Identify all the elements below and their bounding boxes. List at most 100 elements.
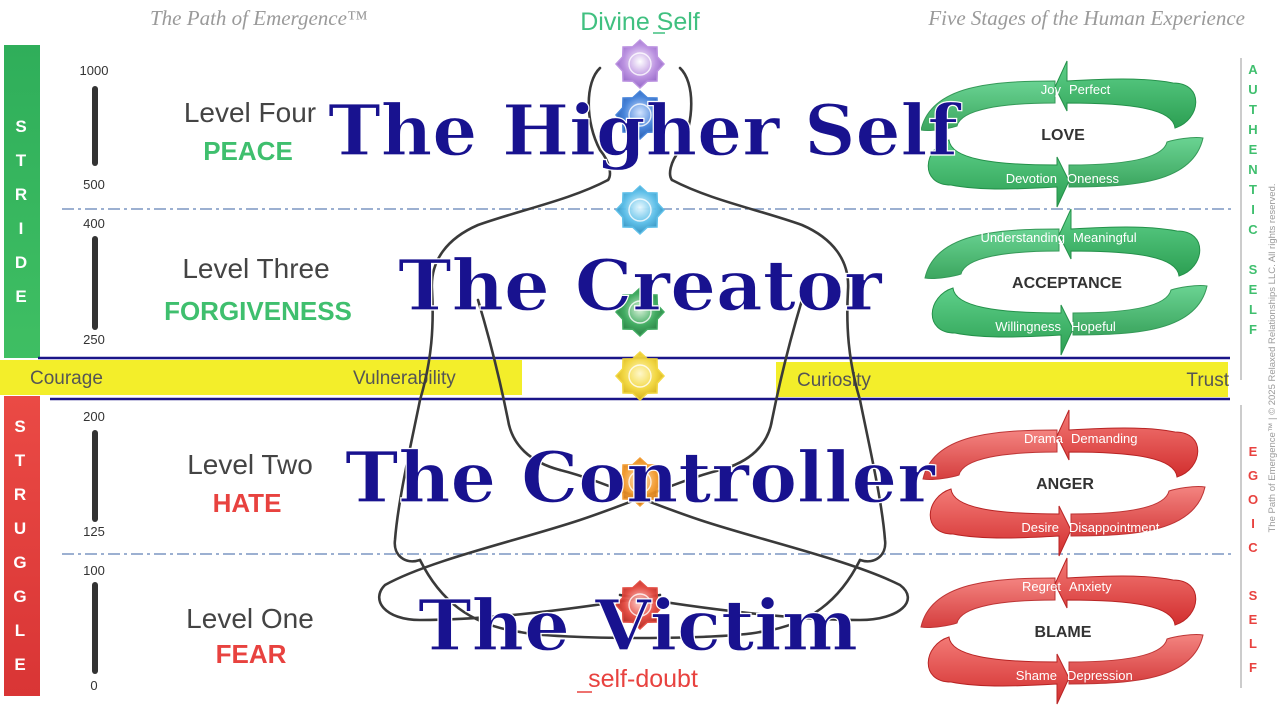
egoic-self-letter: L [1249, 636, 1257, 651]
subtitle: Five Stages of the Human Experience [927, 6, 1245, 30]
authentic-self-letter: T [1249, 182, 1257, 197]
struggle-letter: T [15, 451, 26, 470]
level-four-name: Level Four [184, 97, 316, 128]
scale-bar-level-three [92, 236, 98, 330]
throat-chakra-icon [614, 184, 666, 236]
brand-title: The Path of Emergence™ [150, 6, 368, 30]
struggle-letter: L [15, 621, 25, 640]
copyright-notice: The Path of Emergence™ | © 2025 Relaxed … [1267, 183, 1278, 532]
scale-top-level-two: 200 [83, 409, 105, 424]
authentic-self-letter: N [1248, 162, 1257, 177]
vulnerability-label: Vulnerability [353, 368, 456, 389]
scale-bar-level-one [92, 582, 98, 674]
level-four-emotion: PEACE [203, 136, 293, 166]
self-doubt-label: self-doubt [588, 665, 698, 693]
stride-letter: R [15, 185, 27, 204]
level-two-emotion: HATE [213, 488, 282, 518]
struggle-letter: E [14, 655, 25, 674]
cycle-label-bottom-right: Hopeful [1071, 319, 1116, 334]
sacral-chakra-icon [614, 456, 666, 508]
cycle-label-top-left: Understanding [980, 230, 1065, 245]
level-two-name: Level Two [187, 449, 313, 480]
level-three-emotion: FORGIVENESS [164, 296, 352, 326]
authentic-self-letter: C [1248, 222, 1258, 237]
struggle-letter: R [14, 485, 26, 504]
trust-label: Trust [1186, 370, 1229, 391]
cycle-label-bottom-right: Depression [1067, 668, 1133, 683]
authentic-self-letter: F [1249, 322, 1257, 337]
authentic-self-letter: I [1251, 202, 1255, 217]
scale-bottom-level-one: 0 [90, 678, 97, 693]
struggle-letter: U [14, 519, 26, 538]
cycle-label-bottom-right: Oneness [1067, 171, 1120, 186]
struggle-letter: G [13, 553, 26, 572]
stride-letter: I [19, 219, 24, 238]
scale-top-level-one: 100 [83, 563, 105, 578]
authentic-self-letter: E [1249, 142, 1258, 157]
cycle-label-top-left: Joy [1041, 82, 1062, 97]
egoic-self-letter: S [1249, 588, 1258, 603]
scale-bar-level-two [92, 430, 98, 522]
title-controller: The Controller [345, 436, 936, 519]
egoic-self-letter: O [1248, 492, 1258, 507]
egoic-self-letter: I [1251, 516, 1255, 531]
stride-letter: S [15, 117, 26, 136]
egoic-self-letter: E [1249, 444, 1258, 459]
authentic-self-letter: A [1248, 62, 1258, 77]
scale-top-level-three: 400 [83, 216, 105, 231]
cycle-label-top-left: Drama [1024, 431, 1064, 446]
title-creator: The Creator [398, 244, 883, 327]
scale-bar-level-four [92, 86, 98, 166]
authentic-self-letter: T [1249, 102, 1257, 117]
cycle-label-bottom-left: Desire [1021, 520, 1059, 535]
level-three-name: Level Three [182, 253, 329, 284]
stride-letter: T [16, 151, 27, 170]
courage-label: Courage [30, 368, 103, 389]
third-eye-chakra-icon [614, 89, 666, 141]
authentic-self-letter: U [1248, 82, 1257, 97]
authentic-self-letter: H [1248, 122, 1257, 137]
level-one-name: Level One [186, 603, 314, 634]
struggle-letter: G [13, 587, 26, 606]
courage-band [0, 360, 522, 395]
scale-bottom-level-four: 500 [83, 177, 105, 192]
crown-chakra-icon [614, 38, 666, 90]
egoic-self-letter: E [1249, 612, 1258, 627]
cycle-label-bottom-right: Disappointment [1069, 520, 1160, 535]
divine-self-label: Divine Self [580, 8, 700, 36]
curiosity-label: Curiosity [797, 370, 871, 391]
cycle-label-top-right: Demanding [1071, 431, 1138, 446]
title-victim: The Victim [418, 584, 858, 667]
title-higher-self: The Higher Self [328, 89, 962, 172]
cycle-center-label: BLAME [1035, 624, 1092, 641]
scale-bottom-level-three: 250 [83, 332, 105, 347]
struggle-letter: S [14, 417, 25, 436]
heart-chakra-icon [614, 286, 666, 338]
solar-plexus-chakra-icon [614, 350, 666, 402]
scale-bottom-level-two: 125 [83, 524, 105, 539]
egoic-self-letter: C [1248, 540, 1258, 555]
authentic-self-letter: L [1249, 302, 1257, 317]
level-one-emotion: FEAR [216, 639, 287, 669]
authentic-self-letter: S [1249, 262, 1258, 277]
cycle-center-label: ACCEPTANCE [1012, 275, 1122, 292]
authentic-self-letter: E [1249, 282, 1258, 297]
cycle-label-bottom-left: Shame [1016, 668, 1057, 683]
cycle-label-bottom-left: Willingness [995, 319, 1061, 334]
stride-letter: D [15, 253, 27, 272]
struggle-bar [4, 396, 40, 696]
stride-bar [4, 45, 40, 358]
cycle-label-top-right: Anxiety [1069, 579, 1112, 594]
egoic-self-letter: F [1249, 660, 1257, 675]
egoic-self-letter: G [1248, 468, 1258, 483]
meditating-figure-outline [378, 66, 910, 640]
root-chakra-icon [614, 579, 666, 631]
